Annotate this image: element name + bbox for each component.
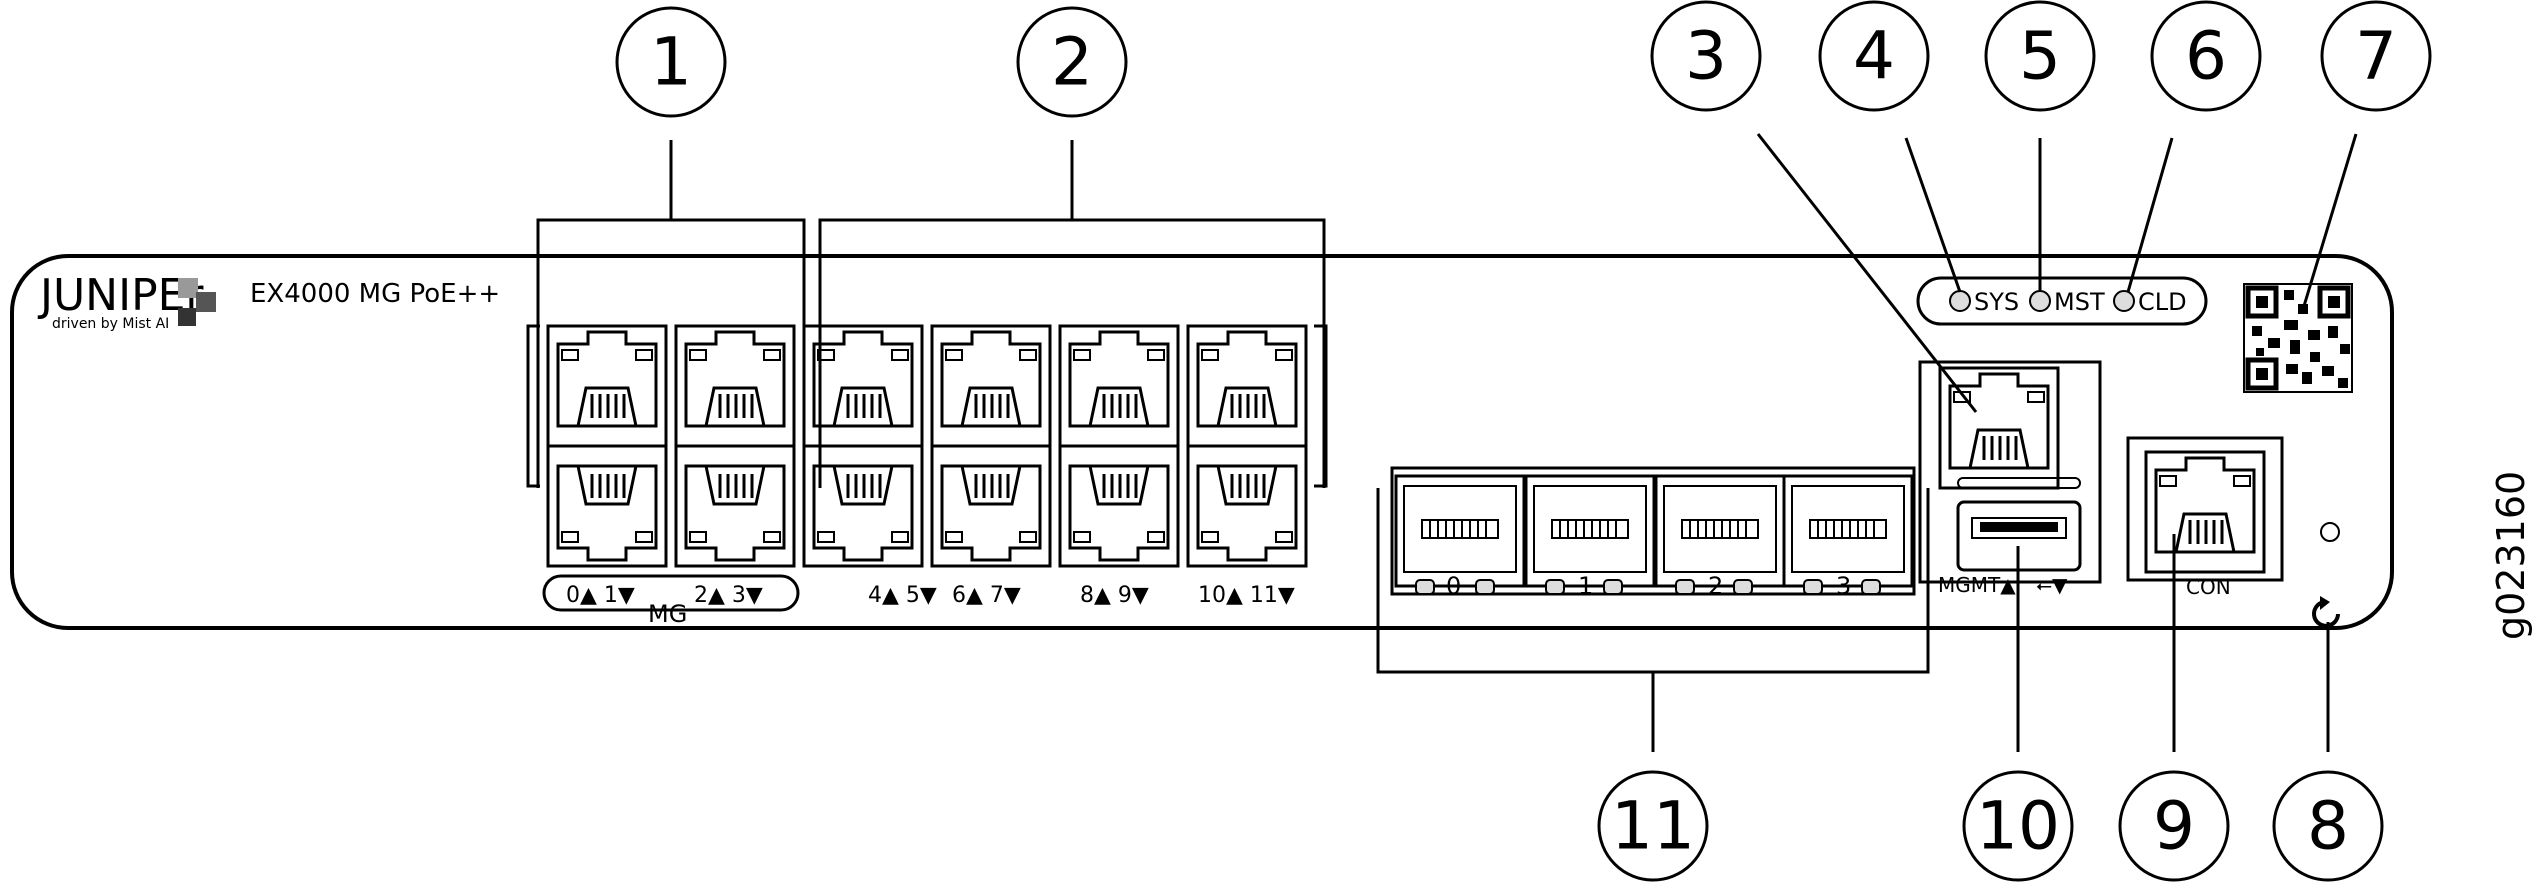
sfp-label: 3: [1836, 572, 1851, 600]
port-pair-label: 4▲ 5▼: [868, 583, 937, 608]
sfp-port: [1654, 474, 1786, 588]
rj45-port: [1058, 324, 1180, 448]
usb-label: ⭠▼: [2036, 573, 2068, 597]
rj45-port: [1188, 446, 1306, 566]
callout-number: 4: [1853, 18, 1895, 95]
callout-leaders: [1756, 133, 2358, 752]
sfp-label: 0: [1446, 572, 1461, 600]
rj45-port: [1060, 446, 1178, 566]
status-led-panel: [1916, 276, 2208, 326]
callout-number: 7: [2355, 18, 2397, 95]
juniper-logo: JUNIPEr driven by Mist AI: [37, 270, 216, 332]
usb-port: [1956, 500, 2082, 572]
svg-text:JUNIPEr: JUNIPEr: [37, 270, 204, 321]
callout-brackets: [536, 140, 1930, 752]
mg-label: MG: [648, 600, 687, 628]
callout-number: 1: [650, 24, 692, 101]
qr-code-icon: [2243, 283, 2353, 393]
rj45-port: [1186, 324, 1308, 448]
port-pair-label: 2▲ 3▼: [694, 583, 763, 608]
port-pair-label: 0▲ 1▼: [566, 583, 635, 608]
reset-button: [2320, 522, 2340, 542]
callout-number: 6: [2185, 18, 2227, 95]
rj45-port: [676, 446, 794, 566]
sfp-label: 1: [1578, 572, 1593, 600]
rj45-port: [548, 446, 666, 566]
mst-led-label: MST: [2054, 288, 2105, 316]
rj45-port: [932, 446, 1050, 566]
cld-led-label: CLD: [2138, 288, 2187, 316]
callout-number: 9: [2153, 788, 2195, 865]
multigigabit-port-block: [526, 324, 1328, 566]
rj45-port: [804, 446, 922, 566]
figure-id: g023160: [2489, 471, 2533, 640]
mg-label-border: [542, 574, 800, 612]
callout-number: 2: [1051, 24, 1093, 101]
reset-icon: [2312, 596, 2340, 628]
sfp-port: [1782, 474, 1914, 588]
sfp-label: 2: [1708, 572, 1723, 600]
port-pair-label: 6▲ 7▼: [952, 583, 1021, 608]
sfp-leds: [1415, 579, 1881, 595]
callout-number: 8: [2307, 788, 2349, 865]
console-label: CON: [2186, 575, 2231, 599]
callout-number: 11: [1611, 788, 1695, 865]
cld-led: [2113, 290, 2135, 312]
rj45-port: [930, 324, 1052, 448]
rj45-port: [802, 324, 924, 448]
rj45-port: [546, 324, 668, 448]
rj45-port: [674, 324, 796, 448]
svg-text:driven by Mist AI: driven by Mist AI: [52, 316, 169, 332]
callout-number: 3: [1685, 18, 1727, 95]
sfp-port: [1394, 474, 1526, 588]
callout-number: 5: [2019, 18, 2061, 95]
port-pair-label: 8▲ 9▼: [1080, 583, 1149, 608]
callout-markers: 1 2 3 4 5 6 7 8 9 10 11: [615, 0, 2432, 882]
console-port: [2126, 436, 2284, 582]
model-label: EX4000 MG PoE++: [250, 279, 500, 309]
port-pair-label: 10▲ 11▼: [1198, 583, 1295, 608]
sys-led-label: SYS: [1974, 288, 2019, 316]
sfp-port: [1524, 474, 1656, 588]
sfp-port-block: [1390, 466, 1916, 596]
callout-number: 10: [1976, 788, 2060, 865]
sys-led: [1949, 290, 1971, 312]
mgmt-label: MGMT▲: [1938, 573, 2016, 597]
mst-led: [2029, 290, 2051, 312]
